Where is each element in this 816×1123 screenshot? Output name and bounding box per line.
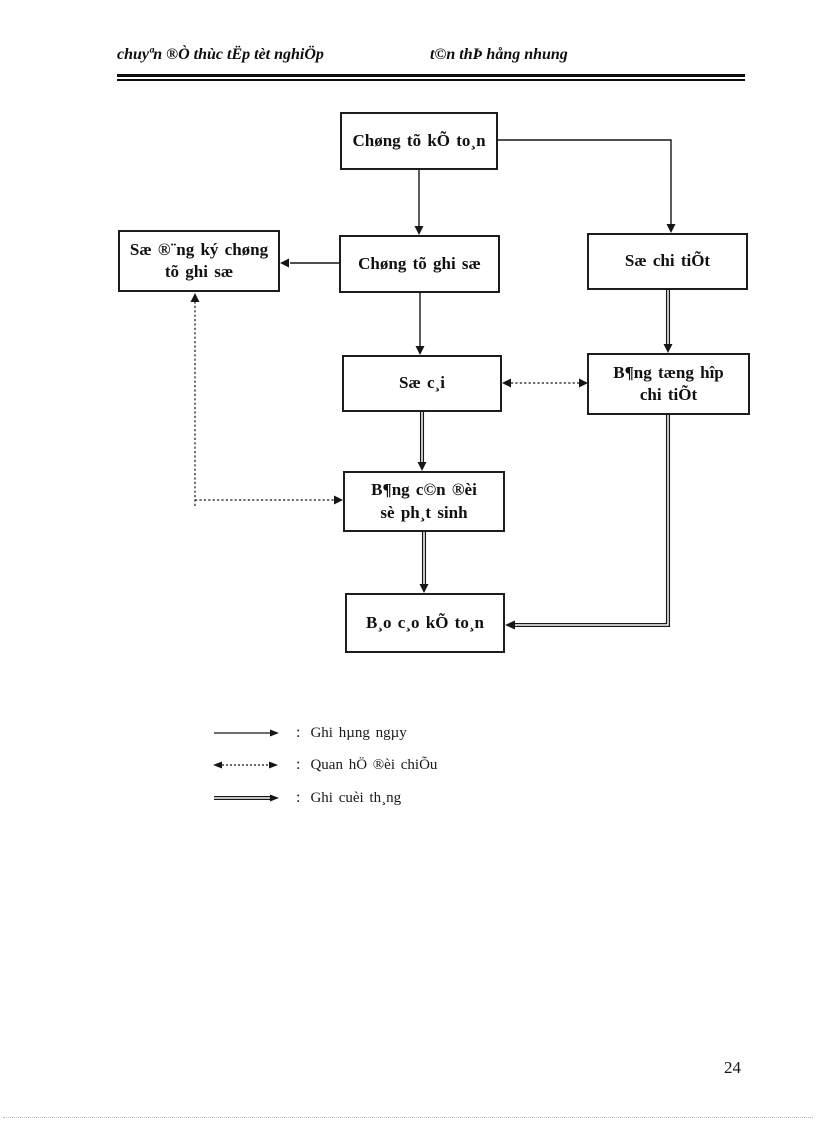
solid-arrow-icon bbox=[214, 729, 279, 737]
flow-box-label: Sæ ®¨ng ký chøng bbox=[129, 239, 269, 259]
flow-box-label: B¸o c¸o kÕ to¸n bbox=[366, 612, 484, 632]
page-number: 24 bbox=[724, 1058, 741, 1077]
arrow-chungtu-to-sochitiet bbox=[498, 139, 672, 225]
legend-item-daily: : Ghi hµng ngµy bbox=[212, 724, 407, 742]
flow-box-so-chi-tiet: Sæ chi tiÕt bbox=[587, 233, 748, 290]
header-left-title: chuyªn ®Ò thùc tËp tèt nghiÖp bbox=[117, 46, 324, 63]
flow-box-so-dang-ky-chung-tu-ghi-so: Sæ ®¨ng ký chøng tõ ghi sæ bbox=[118, 230, 280, 292]
flow-box-chung-tu-ghi-so: Chøng tõ ghi sæ bbox=[339, 235, 500, 293]
flow-box-label: B¶ng c©n ®èi bbox=[371, 480, 477, 500]
flow-box-label: tõ ghi sæ bbox=[164, 262, 234, 281]
legend-item-check: : Quan hÖ ®èi chiÕu bbox=[212, 756, 437, 774]
dotted-double-arrow-icon bbox=[213, 761, 278, 769]
legend-label: Ghi hµng ngµy bbox=[310, 724, 407, 741]
bottom-dotted-rule bbox=[3, 1117, 813, 1118]
flow-box-label: Chøng tõ ghi sæ bbox=[358, 253, 481, 273]
legend-separator: : bbox=[296, 724, 301, 741]
flow-box-bao-cao-ke-toan: B¸o c¸o kÕ to¸n bbox=[345, 593, 505, 653]
arrow-tonghop-to-baocao bbox=[515, 415, 668, 625]
flow-box-label: chi tiÕt bbox=[639, 385, 698, 404]
legend-label: Ghi cuèi th¸ng bbox=[310, 789, 402, 806]
legend-separator: : bbox=[296, 756, 301, 773]
legend-label: Quan hÖ ®èi chiÕu bbox=[310, 756, 438, 773]
flow-box-label: sè ph¸t sinh bbox=[380, 502, 468, 522]
flow-box-label: Sæ c¸i bbox=[399, 373, 445, 393]
flow-box-label: B¶ng tæng hîp bbox=[613, 362, 724, 382]
legend-item-monthly: : Ghi cuèi th¸ng bbox=[212, 789, 401, 807]
flow-box-so-cai: Sæ c¸i bbox=[342, 355, 502, 412]
flow-box-bang-tong-hop-chi-tiet: B¶ng tæng hîp chi tiÕt bbox=[587, 353, 750, 415]
legend-separator: : bbox=[296, 789, 301, 806]
flow-box-bang-can-doi-so-phat-sinh: B¶ng c©n ®èi sè ph¸t sinh bbox=[343, 471, 505, 532]
flow-box-label: Chøng tõ kÕ to¸n bbox=[352, 130, 486, 150]
flow-box-chung-tu-ke-toan: Chøng tõ kÕ to¸n bbox=[340, 112, 498, 170]
flow-box-label: Sæ chi tiÕt bbox=[624, 251, 711, 271]
double-line-arrow-icon bbox=[214, 794, 279, 802]
header-right-title: t©n thÞ hång nhung bbox=[430, 46, 568, 63]
header-double-rule bbox=[117, 74, 745, 81]
